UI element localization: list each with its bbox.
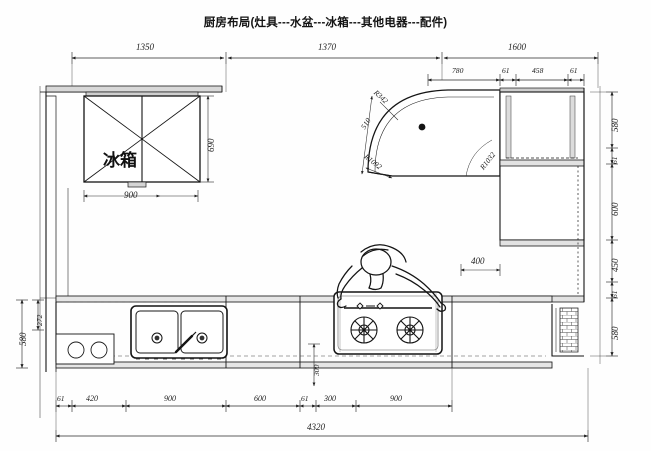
dim-sub-61b: 61: [570, 66, 578, 75]
dim-sub-61a: 61: [502, 66, 510, 75]
dim-fridge-height: 690: [206, 138, 216, 153]
dim-stove-400: 400: [471, 256, 485, 266]
stove-depth-dimension: [308, 343, 320, 387]
dim-overall-4320: 4320: [307, 422, 325, 432]
drawing-title: 厨房布局(灶具---水盆---冰箱---其他电器---配件): [203, 17, 448, 29]
bottom-total-dimension: [55, 368, 589, 442]
dim-fridge-width: 900: [124, 190, 138, 200]
dim-bot-61b: 61: [301, 394, 309, 403]
dim-top-1600: 1600: [508, 42, 526, 52]
dim-left-272: 272: [35, 314, 44, 326]
dim-bot-900b: 900: [390, 394, 402, 403]
dim-right-61a: 61: [610, 156, 619, 164]
refrigerator-symbol: [83, 91, 201, 188]
dim-right-450: 450: [610, 258, 620, 273]
dim-right-580a: 580: [610, 118, 620, 133]
human-figure-illustration: [336, 244, 447, 312]
dim-sub-780: 780: [452, 66, 464, 75]
dim-right-61b: 61: [610, 290, 619, 298]
burner-right: [396, 316, 424, 344]
curve-dimension-leaders: [361, 95, 493, 179]
dim-right-580b: 580: [610, 326, 620, 341]
tall-shelf-unit: [499, 87, 585, 303]
dim-stove-depth: 300: [312, 364, 321, 376]
small-appliance-symbol: [55, 333, 115, 365]
double-sink-symbol: [130, 305, 228, 360]
brick-wall-section: [551, 304, 584, 357]
top-dimension-row-1: [71, 52, 599, 92]
dim-bot-900a: 900: [164, 394, 176, 403]
refrigerator-label: 冰箱: [103, 151, 137, 170]
dim-bot-61a: 61: [57, 394, 65, 403]
burner-left: [350, 316, 378, 344]
right-dimension-chain: [590, 86, 618, 364]
upper-wall-cabinet: [45, 85, 223, 93]
stove-offset-dimension: [460, 264, 501, 276]
dim-right-600: 600: [610, 202, 620, 217]
dim-bot-600: 600: [254, 394, 266, 403]
dim-bot-300: 300: [324, 394, 336, 403]
gas-cooktop-symbol: [333, 291, 443, 355]
dim-top-1350: 1350: [136, 42, 154, 52]
dim-sub-458: 458: [532, 66, 544, 75]
left-wall-detail: [40, 188, 69, 301]
bottom-dimension-row-1: [55, 400, 453, 412]
left-dimension-chain: [16, 299, 44, 369]
dim-bot-420: 420: [86, 394, 98, 403]
refrigerator-dimensions: [83, 95, 214, 202]
top-dimension-row-2: [427, 74, 585, 86]
base-counter-run: [55, 295, 553, 369]
dim-left-580: 580: [18, 332, 28, 347]
dim-top-1370: 1370: [318, 42, 336, 52]
